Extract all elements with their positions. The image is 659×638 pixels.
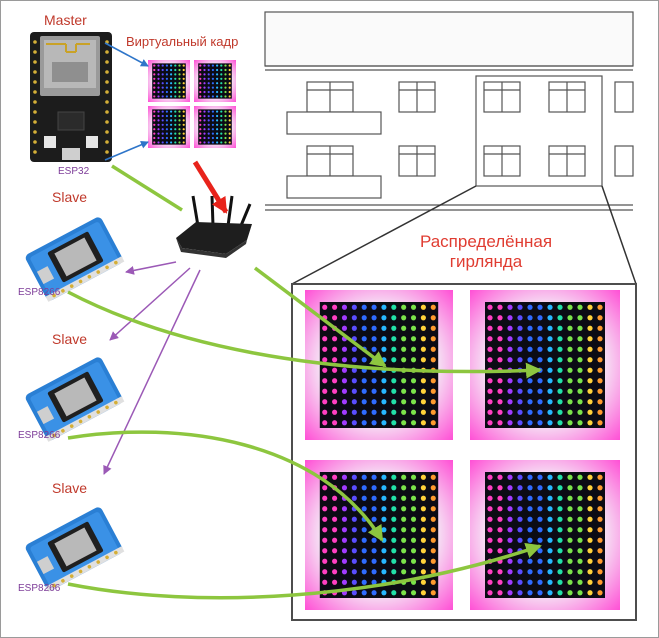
virtual-panel-3	[148, 106, 190, 148]
slave-label-3: Slave	[52, 480, 87, 496]
master-label: Master	[44, 12, 87, 28]
led-panel-top-right	[470, 290, 620, 440]
virtual-panel-1	[148, 60, 190, 102]
esp8266-label-2: ESP8266	[18, 430, 60, 441]
distributed-garland-line2: гирлянда	[404, 252, 568, 272]
slave-label-1: Slave	[52, 189, 87, 205]
virtual-frame-label: Виртуальный кадр	[126, 34, 238, 49]
esp8266-label-3: ESP8266	[18, 583, 60, 594]
led-panel-bottom-right	[470, 460, 620, 610]
esp32-label: ESP32	[58, 166, 89, 177]
virtual-panel-4	[194, 106, 236, 148]
slave-label-2: Slave	[52, 331, 87, 347]
distributed-garland-line1: Распределённая	[404, 232, 568, 252]
esp32-board-icon	[30, 32, 112, 162]
distributed-garland-title: Распределённая гирлянда	[404, 232, 568, 272]
virtual-panel-2	[194, 60, 236, 102]
esp8266-label-1: ESP8266	[18, 287, 60, 298]
